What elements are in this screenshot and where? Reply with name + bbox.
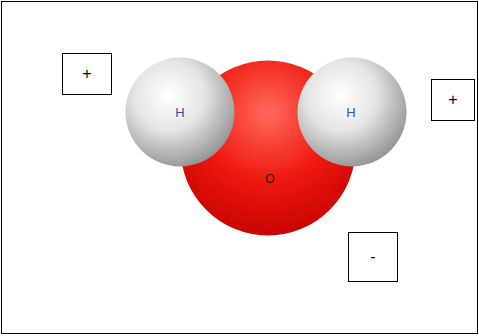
charge-sign: + [82, 65, 91, 83]
charge-box: + [431, 79, 475, 121]
sphere-shape [181, 61, 356, 236]
sphere-shape [298, 58, 407, 167]
hydrogen-atom: H [125, 57, 235, 167]
atom-symbol: H [175, 106, 184, 120]
sphere-shape [126, 58, 235, 167]
charge-sign: - [370, 248, 375, 266]
charge-box: + [62, 53, 112, 95]
atom-symbol: H [346, 106, 355, 120]
charge-box: - [348, 232, 398, 282]
charge-sign: + [448, 91, 457, 109]
hydrogen-atom: H [297, 57, 407, 167]
atom-symbol: O [265, 173, 274, 186]
